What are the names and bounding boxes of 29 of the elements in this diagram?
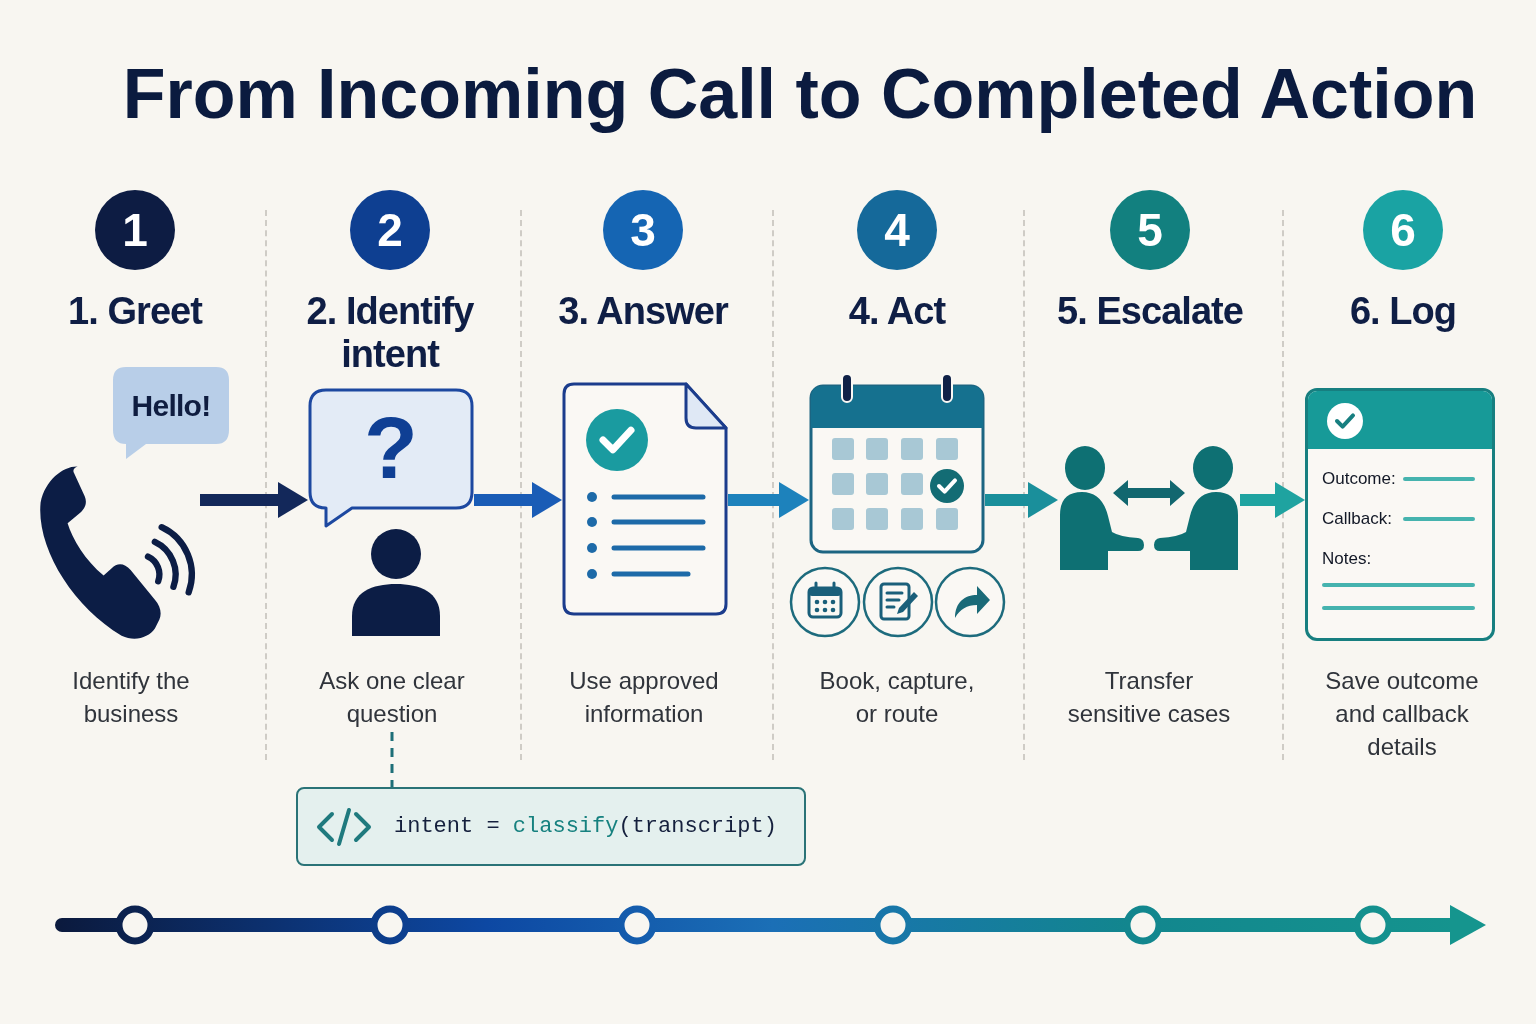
code-snippet-box bbox=[296, 787, 806, 866]
arrow bbox=[474, 482, 562, 518]
log-form-card bbox=[1305, 388, 1495, 641]
step-title: 2. Identify intent bbox=[305, 290, 475, 376]
checked-document-illustration bbox=[562, 382, 728, 616]
arrow bbox=[985, 482, 1058, 518]
diagram-title: From Incoming Call to Completed Action bbox=[122, 54, 1478, 135]
arrow bbox=[200, 482, 308, 518]
step-title: 5. Escalate bbox=[1057, 290, 1243, 333]
speech-bubble: Hello! bbox=[112, 366, 230, 460]
field-label: Callback: bbox=[1322, 508, 1392, 530]
step-title: 4. Act bbox=[848, 290, 946, 333]
step-title: 3. Answer bbox=[558, 290, 728, 333]
step-description: Transfer sensitive cases bbox=[1066, 666, 1232, 729]
step-description: Book, capture, or route bbox=[818, 666, 976, 729]
arrow bbox=[1240, 482, 1305, 518]
code-text: intent = classify(transcript) bbox=[394, 813, 777, 841]
step-title: 1. Greet bbox=[68, 290, 202, 333]
step-title: 6. Log bbox=[1349, 290, 1457, 333]
field-label: Outcome: bbox=[1322, 468, 1396, 490]
arrow bbox=[728, 482, 809, 518]
step-description: Identify the business bbox=[71, 666, 191, 729]
question-speech-bubble: ? bbox=[308, 388, 474, 528]
step-description: Save outcome and callback details bbox=[1324, 666, 1480, 762]
step-description: Ask one clear question bbox=[302, 664, 482, 730]
calendar-illustration bbox=[809, 372, 985, 554]
step-description: Use approved information bbox=[568, 666, 720, 729]
dashed-connector bbox=[390, 732, 394, 787]
field-label: Notes: bbox=[1322, 548, 1372, 570]
